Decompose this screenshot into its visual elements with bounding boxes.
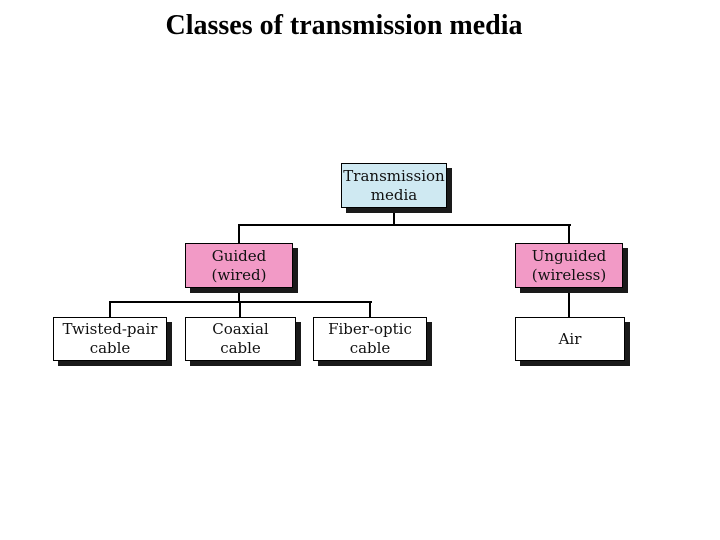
node-label-line: Transmission	[343, 166, 445, 185]
connector-guided-down	[238, 287, 240, 303]
node-fiber-optic-cable: Fiber-optic cable	[313, 317, 427, 361]
node-label-line: cable	[89, 339, 131, 357]
connector-fiber-optic-in	[369, 301, 371, 318]
connector-unguided-to-air	[568, 287, 570, 318]
node-label-line: (wireless)	[531, 265, 607, 284]
node-label-line: Twisted-pair	[62, 320, 158, 338]
node-guided-wired: Guided (wired)	[185, 243, 293, 288]
connector-guided-in	[238, 224, 240, 244]
node-label-line: Fiber-optic	[328, 320, 412, 338]
node-label-line: Guided	[211, 246, 267, 265]
node-label-line: cable	[220, 339, 261, 357]
node-label-line: Unguided	[531, 246, 607, 265]
node-label-line: (wired)	[211, 265, 267, 284]
node-label-line: Coaxial	[212, 320, 269, 338]
connector-coaxial-in	[239, 301, 241, 318]
node-coaxial-cable: Coaxial cable	[185, 317, 296, 361]
connector-unguided-in	[568, 224, 570, 244]
node-air: Air	[515, 317, 625, 361]
node-transmission-media: Transmission media	[341, 163, 447, 208]
connector-level1-horizontal	[238, 224, 571, 226]
slide-title: Classes of transmission media	[165, 10, 523, 41]
node-unguided-wireless: Unguided (wireless)	[515, 243, 623, 288]
connector-root-down	[393, 206, 395, 226]
node-twisted-pair-cable: Twisted-pair cable	[53, 317, 167, 361]
connector-twisted-pair-in	[109, 301, 111, 318]
node-label-line: Air	[558, 329, 582, 348]
node-label-line: media	[370, 185, 418, 204]
node-label-line: cable	[349, 339, 391, 357]
